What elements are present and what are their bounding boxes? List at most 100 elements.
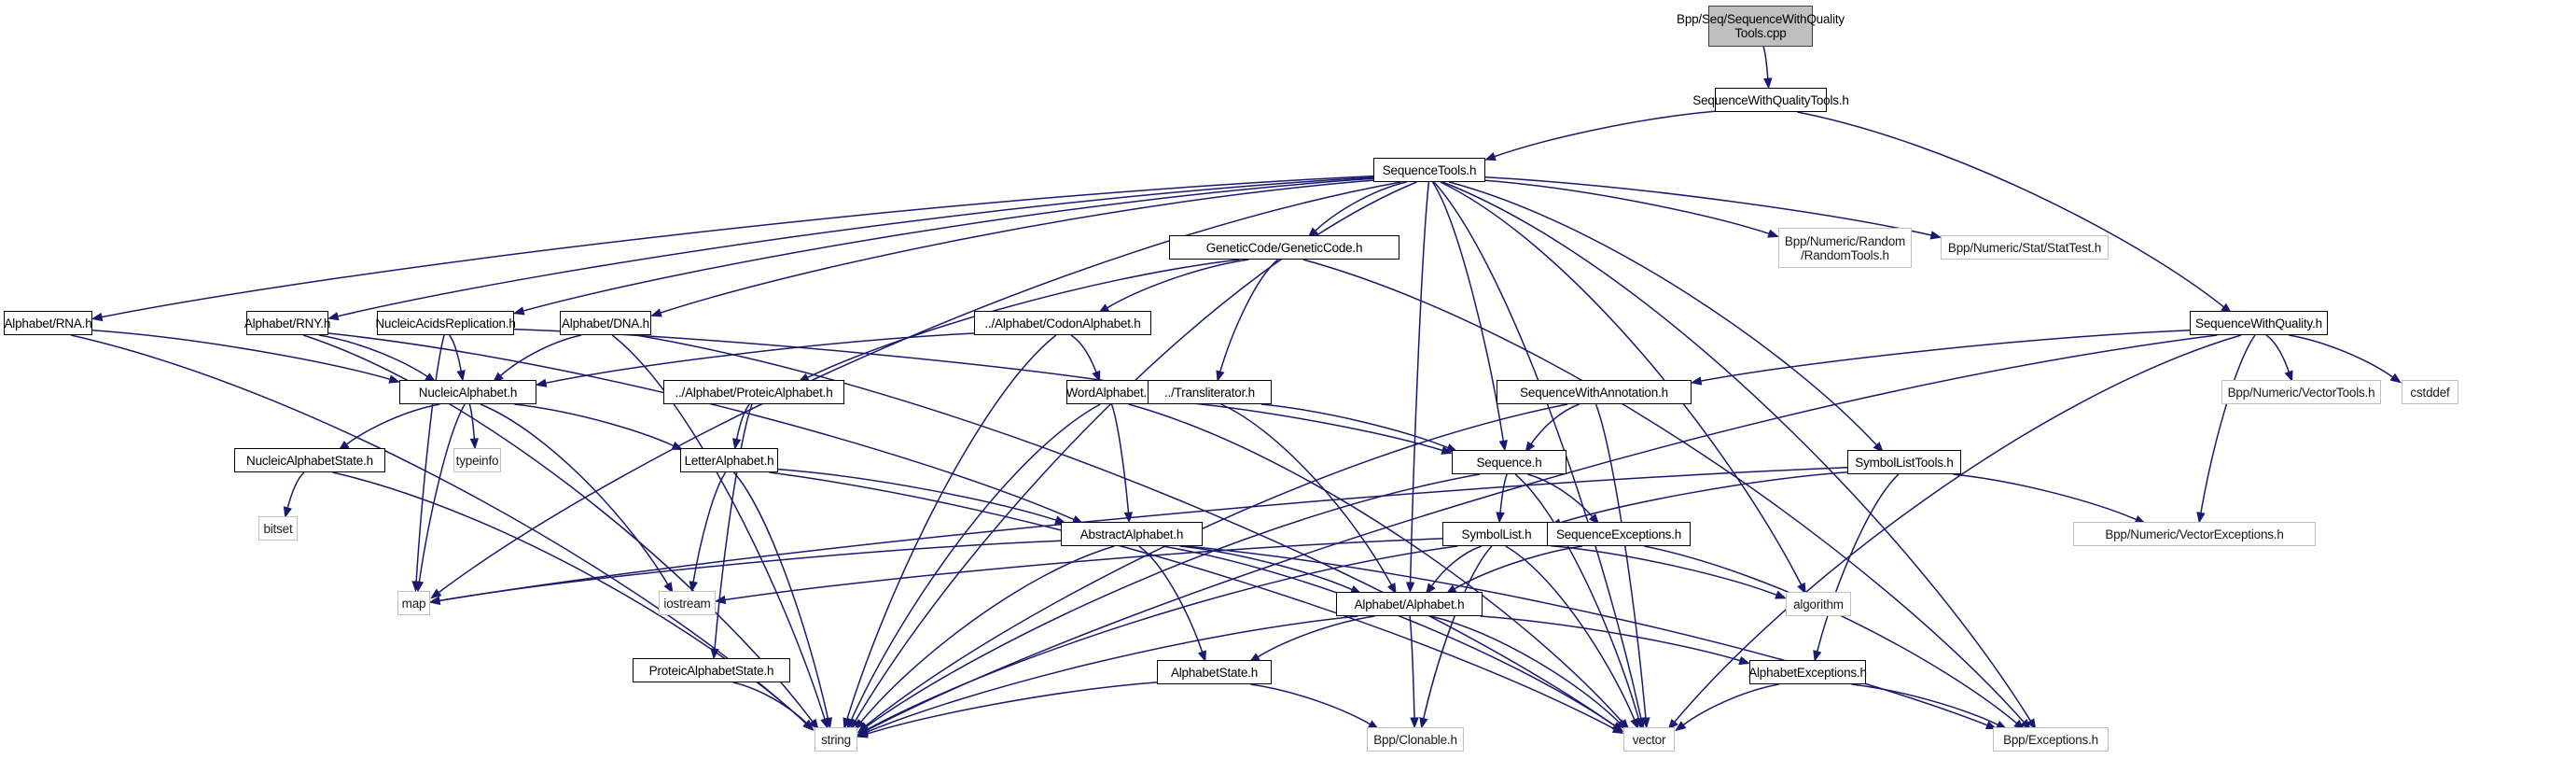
node-alpha[interactable]: Alphabet/Alphabet.h [1336, 592, 1483, 616]
node-swqt[interactable]: SequenceWithQualityTools.h [1692, 88, 1849, 112]
edge-word-to-seq [1152, 399, 1443, 452]
node-ae[interactable]: AlphabetExceptions.h [1748, 660, 1867, 684]
edge-na-to-la [514, 403, 675, 447]
arrowhead-icon [1929, 231, 1942, 240]
edge-swqt-to-st [1494, 110, 1716, 158]
arrowhead-icon [456, 370, 466, 382]
edge-nas-to-bitset [286, 471, 305, 509]
arrowhead-icon [1675, 721, 1687, 732]
arrowhead-icon [856, 729, 869, 738]
node-aa[interactable]: AbstractAlphabet.h [1061, 522, 1203, 546]
arrowhead-icon [1738, 655, 1750, 666]
edge-st-to-nar [522, 177, 1374, 312]
arrowhead-icon [671, 441, 684, 451]
node-prot[interactable]: ../Alphabet/ProteicAlphabet.h [663, 380, 844, 404]
node-string: string [815, 727, 857, 752]
node-as[interactable]: AlphabetState.h [1157, 660, 1272, 684]
edge-ae-to-vector [1682, 683, 1779, 726]
edge-sl-to-clonable [1423, 545, 1493, 719]
edge-st-to-rna [101, 175, 1374, 318]
edge-trans-to-seq [1261, 403, 1449, 449]
arrowhead-icon [1092, 370, 1101, 383]
node-typeinfo: typeinfo [453, 448, 501, 472]
arrowhead-icon [512, 306, 525, 316]
node-map: map [397, 591, 430, 615]
node-cstddef: cstddef [2402, 380, 2458, 404]
edge-aa-to-map [439, 540, 1062, 602]
edge-st-to-dna [660, 179, 1374, 314]
node-swa[interactable]: SequenceWithAnnotation.h [1497, 380, 1692, 404]
node-se[interactable]: SequenceExceptions.h [1547, 522, 1691, 546]
node-stat: Bpp/Numeric/Stat/StatTest.h [1941, 235, 2109, 260]
edge-sl-to-algorithm [1550, 544, 1777, 597]
edge-seq-to-se [1527, 473, 1594, 517]
arrowhead-icon [1496, 512, 1505, 524]
edge-swq-to-swa [1700, 329, 2191, 382]
edge-st-to-rnd [1484, 179, 1770, 235]
edge-st-to-stat [1484, 176, 1932, 236]
node-gc[interactable]: GeneticCode/GeneticCode.h [1169, 235, 1399, 260]
node-sl[interactable]: SymbolList.h [1442, 522, 1551, 546]
arrowhead-icon [1387, 583, 1397, 595]
arrowhead-icon [802, 719, 815, 731]
edge-la-to-aa [777, 468, 1057, 521]
edge-nar-to-trans [513, 328, 1139, 387]
edge-pas-to-string [732, 682, 807, 724]
arrowhead-icon [2196, 512, 2206, 524]
edge-aa-to-as [1138, 545, 1204, 653]
edge-st-to-string [855, 181, 1417, 722]
edge-nar-to-map [415, 334, 445, 583]
edge-la-to-string [732, 471, 829, 719]
edge-st-to-seq [1431, 181, 1505, 442]
edge-rny-to-aa [327, 332, 1075, 521]
node-pas[interactable]: ProteicAlphabetState.h [633, 658, 790, 682]
node-seq[interactable]: Sequence.h [1452, 450, 1566, 474]
edge-st-to-slt [1448, 181, 1877, 446]
edge-gc-to-codon [1107, 259, 1249, 309]
node-codon[interactable]: ../Alphabet/CodonAlphabet.h [974, 311, 1151, 335]
edge-as-to-clonable [1250, 683, 1371, 725]
node-st[interactable]: SequenceTools.h [1373, 158, 1485, 182]
arrowhead-icon [808, 718, 819, 730]
arrowhead-icon [1525, 441, 1536, 454]
arrowhead-icon [1630, 717, 1639, 730]
arrowhead-icon [1216, 370, 1225, 383]
node-dna[interactable]: Alphabet/DNA.h [560, 311, 651, 335]
edge-slt-to-ae [1816, 473, 1900, 653]
node-swq[interactable]: SequenceWithQuality.h [2190, 311, 2328, 335]
edge-dna-to-na [499, 334, 582, 377]
arrowhead-icon [714, 595, 727, 605]
node-rna[interactable]: Alphabet/RNA.h [4, 311, 92, 335]
arrowhead-icon [1484, 152, 1497, 162]
arrowhead-icon [1498, 440, 1508, 452]
node-vexc: Bpp/Numeric/VectorExceptions.h [2073, 522, 2316, 546]
arrowhead-icon [91, 312, 104, 322]
arrowhead-icon [689, 581, 698, 593]
arrowhead-icon [2389, 372, 2402, 384]
edge-alpha-to-clonable [1409, 615, 1415, 719]
node-rny[interactable]: Alphabet/RNY.h [244, 311, 330, 335]
node-root[interactable]: Bpp/Seq/SequenceWithQuality Tools.cpp [1677, 6, 1845, 47]
edge-swq-to-vexc [2200, 334, 2256, 513]
node-la[interactable]: LetterAlphabet.h [680, 448, 778, 472]
edge-se-to-alpha [1454, 545, 1583, 590]
edge-alpha-to-ae [1480, 615, 1741, 662]
node-vector: vector [1623, 727, 1675, 752]
node-trans[interactable]: ../Transliterator.h [1148, 380, 1272, 404]
node-nar[interactable]: NucleicAcidsReplication.h [375, 311, 516, 335]
edge-na-to-map [418, 403, 466, 583]
edge-swqt-to-swq [1797, 111, 2224, 308]
arrowhead-icon [428, 596, 441, 605]
arrowhead-icon [327, 312, 340, 321]
arrowhead-icon [823, 717, 833, 729]
arrowhead-icon [1410, 717, 1419, 729]
edge-prot-to-pas [714, 403, 753, 650]
node-nas[interactable]: NucleicAlphabetState.h [234, 448, 385, 472]
node-slt[interactable]: SymbolListTools.h [1847, 450, 1961, 474]
arrowhead-icon [1641, 717, 1650, 729]
arrowhead-icon [854, 718, 865, 731]
node-word[interactable]: WordAlphabet.h [1066, 380, 1154, 404]
node-na[interactable]: NucleicAlphabet.h [399, 380, 536, 404]
arrowhead-icon [2020, 719, 2031, 731]
arrowhead-icon [1405, 582, 1415, 594]
